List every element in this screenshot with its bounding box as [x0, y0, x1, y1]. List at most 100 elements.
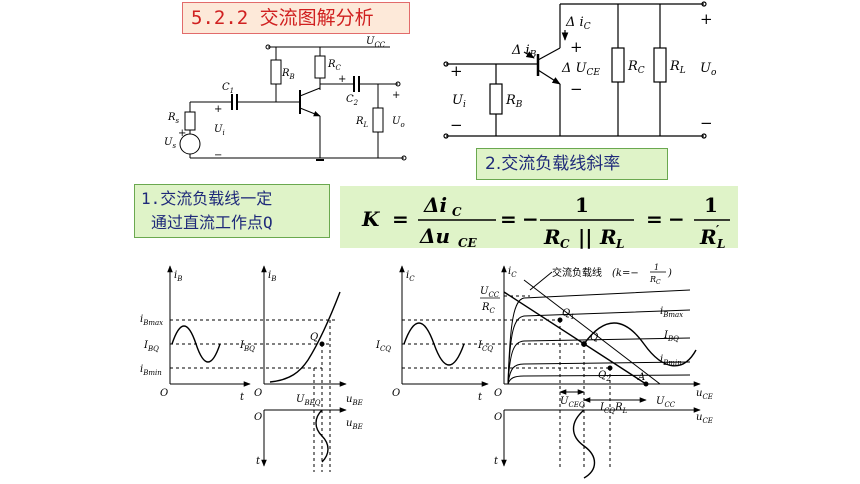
svg-text:IBQ: IBQ [239, 340, 255, 353]
svg-text:RB: RB [281, 68, 295, 81]
ib-sine-wave [171, 325, 221, 363]
svg-text:Δ iB: Δ iB [511, 43, 537, 60]
formula-eq-3: = [646, 207, 663, 231]
svg-text:RB: RB [505, 93, 523, 110]
svg-text:IBQ: IBQ [663, 330, 679, 343]
ic-sine-wave [403, 322, 465, 366]
formula-den2-sub2: L [615, 237, 624, 251]
formula-den2-sub1: C [560, 237, 570, 251]
formula-eq-2: = [500, 207, 517, 231]
svg-text:Ui: Ui [452, 93, 466, 110]
formula-num1-sub: C [452, 205, 462, 219]
rs-resistor [184, 111, 196, 131]
slope-label: 2.交流负载线斜率 [476, 148, 668, 180]
svg-text:IBQ: IBQ [143, 340, 159, 353]
svg-text:A: A [637, 372, 645, 383]
rb-ac-resistor [489, 83, 503, 115]
svg-text:uBE: uBE [346, 418, 363, 431]
svg-text:(k=−: (k=− [612, 268, 639, 279]
ac-equivalent-circuit [443, 1, 707, 139]
svg-text:uCE: uCE [696, 412, 713, 425]
svg-text:iBmax: iBmax [660, 306, 683, 319]
formula-k: K [361, 207, 381, 231]
formula-den2-r: R [543, 225, 561, 249]
formula-den1-sub: CE [458, 236, 478, 250]
svg-text:RC: RC [327, 59, 342, 72]
rc-ac-resistor [611, 47, 625, 83]
svg-text:t: t [240, 392, 245, 403]
svg-text:C2: C2 [346, 94, 359, 107]
slope-formula: K = Δi C Δu CE = − 1 R C || R L = − 1 R … [361, 193, 730, 251]
svg-text:Rs: Rs [167, 112, 180, 125]
svg-text:Us: Us [164, 137, 176, 150]
svg-text:Uo: Uo [392, 116, 405, 129]
svg-text:uBE: uBE [346, 394, 363, 407]
svg-text:O: O [160, 388, 168, 399]
formula-parallel: || [578, 225, 593, 249]
amplifier-circuit-labels: UCC RB RC C1 C2 Rs Ui Us RL Uo + + + + − [164, 36, 405, 161]
svg-text:Δ iC: Δ iC [565, 15, 591, 32]
svg-text:RL: RL [355, 116, 369, 129]
svg-text:Q2: Q2 [598, 370, 611, 383]
ic-output-wave [583, 322, 697, 367]
svg-text:UCC: UCC [366, 36, 386, 49]
svg-text:−: − [700, 114, 713, 132]
svg-text:+: + [178, 128, 186, 139]
input-characteristic-curve [269, 291, 341, 383]
output-graphs [399, 265, 701, 479]
svg-text:交流负载线: 交流负载线 [552, 266, 602, 279]
formula-num2: 1 [575, 193, 589, 217]
section-title: 5.2.2 交流图解分析 [182, 2, 410, 34]
svg-text:Δ UCE: Δ UCE [561, 61, 600, 78]
svg-text:t: t [478, 392, 483, 403]
svg-text:RC: RC [649, 275, 661, 286]
svg-text:O: O [254, 388, 262, 399]
svg-text:−: − [570, 80, 583, 98]
svg-text:+: + [214, 104, 222, 115]
svg-text:RL: RL [669, 59, 686, 76]
formula-den1: Δu [419, 224, 450, 248]
svg-text:Ui: Ui [214, 124, 225, 137]
svg-text:RC: RC [627, 59, 645, 76]
svg-text:UBEQ: UBEQ [296, 394, 321, 407]
svg-text:+: + [570, 38, 583, 56]
output-graph-labels: iC iC ICQ ICQ O t O O t UCC RC 交流负载线 (k=… [375, 263, 713, 467]
formula-minus-2: − [668, 207, 685, 231]
svg-text:O: O [494, 412, 502, 423]
uce-sine-wave [572, 409, 596, 479]
formula-den3-sup: ′ [716, 223, 720, 237]
svg-text:iBmin: iBmin [140, 364, 162, 377]
svg-text:iC: iC [406, 270, 415, 283]
note-line-1: 1.交流负载线一定 [141, 189, 273, 208]
load-line-callout [529, 271, 553, 291]
svg-text:uCE: uCE [696, 388, 713, 401]
svg-text:Q1: Q1 [562, 308, 575, 321]
svg-text:C1: C1 [222, 82, 234, 95]
svg-text:ICQRL: ICQRL [599, 402, 628, 415]
formula-den2-r2: R [599, 225, 617, 249]
svg-text:+: + [338, 74, 346, 85]
svg-text:t: t [256, 456, 261, 467]
svg-text:iB: iB [174, 270, 182, 283]
svg-text:UCC: UCC [656, 396, 676, 409]
svg-text:+: + [700, 10, 713, 28]
svg-text:−: − [214, 150, 222, 161]
formula-eq-1: = [392, 207, 409, 231]
svg-text:+: + [392, 90, 400, 101]
svg-text:O: O [254, 412, 262, 423]
svg-text:1: 1 [654, 263, 659, 272]
rc-resistor [314, 55, 326, 79]
ac-equivalent-labels: Δ iC Δ iB Δ UCE RB RC RL Ui Uo + − + − +… [450, 10, 717, 134]
ac-load-line [503, 291, 647, 385]
formula-num3: 1 [704, 193, 718, 217]
svg-text:UCEQ: UCEQ [560, 396, 585, 409]
svg-text:ICQ: ICQ [477, 340, 493, 353]
formula-den3-sub: L [716, 237, 725, 251]
svg-text:O: O [494, 388, 502, 399]
output-curve-ibq [507, 337, 691, 385]
svg-text:iC: iC [508, 266, 517, 279]
svg-text:iBmin: iBmin [660, 354, 682, 367]
note-line-2: 通过直流工作点Q [151, 213, 273, 232]
svg-text:O: O [392, 388, 400, 399]
